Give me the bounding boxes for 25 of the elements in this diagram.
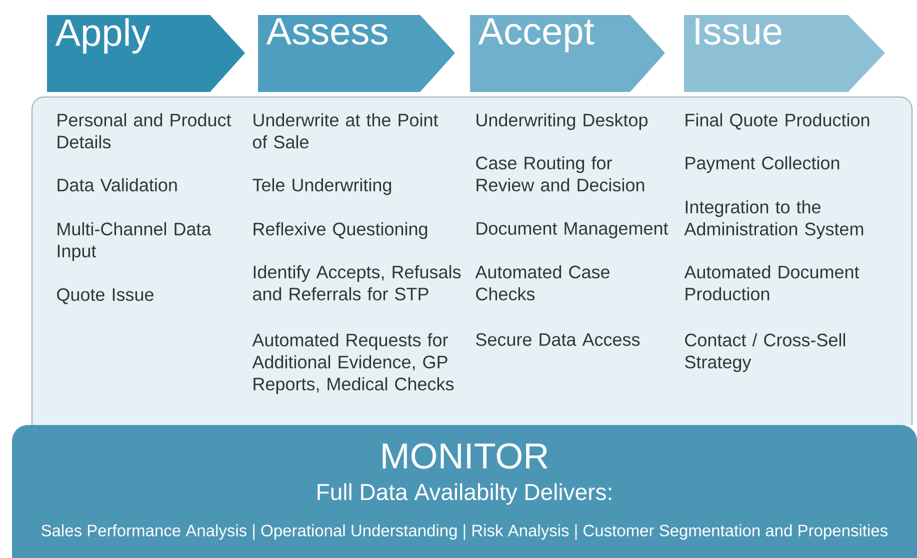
process-step: Apply — [47, 15, 245, 92]
list-item: Reflexive Questioning — [254, 222, 428, 239]
process-step: Issue — [684, 15, 885, 92]
content-panel — [32, 96, 912, 426]
list-item: Payment Collection — [686, 156, 840, 173]
monitor-banner: MONITOR Full Data Availabilty Delivers: Sales Performance Analysis | Operational Understanding | Risk Analysis | Customer Segmentation and Propensities — [12, 425, 917, 558]
list-item: Identify Accepts, Refusals and Referrals for STP — [252, 265, 461, 300]
list-item: Data Validation — [58, 178, 177, 192]
list-item: Underwriting Desktop — [476, 113, 648, 130]
list-item: Multi-Channel Data Input — [58, 222, 212, 261]
list-item: Contact / Cross-Sell Strategy — [685, 333, 846, 372]
process-step: Assess — [258, 15, 455, 92]
list-item: Automated Case Checks — [475, 265, 610, 300]
list-item: Case Routing for Review and Decision — [476, 156, 644, 192]
list-item: Automated Document Production — [684, 265, 860, 300]
list-item: Underwrite at the Point of Sale — [252, 113, 438, 148]
list-item: Quote Issue — [57, 288, 154, 304]
list-item: Final Quote Production — [686, 113, 870, 130]
list-item: Tele Underwriting — [252, 178, 392, 195]
list-item: Integration to the Administration System — [684, 200, 864, 239]
list-item: Document Management — [476, 222, 668, 238]
process-step: Accept — [470, 15, 665, 92]
list-item: Secure Data Access — [476, 333, 640, 346]
list-item: Personal and Product Details — [58, 113, 232, 148]
list-item: Automated Requests for Additional Evidence, GP Reports, Medical Checks — [252, 333, 454, 394]
